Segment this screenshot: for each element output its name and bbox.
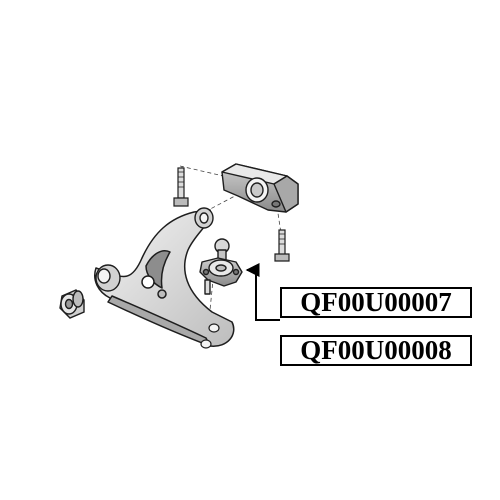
bolt-right — [274, 229, 290, 262]
rear-bushing-bracket — [221, 163, 299, 213]
bolt-upper-left — [173, 167, 189, 207]
leader-arrow — [245, 263, 280, 321]
front-bushing — [59, 289, 85, 319]
part-number-label-2: QF00U00008 — [280, 335, 472, 366]
ball-joint-mount-holes — [200, 323, 220, 349]
arm-front-bushing — [95, 264, 121, 292]
part-number-label-1: QF00U00007 — [280, 287, 472, 318]
ball-joint — [199, 238, 243, 295]
lower-control-arm — [94, 209, 235, 347]
arm-rear-bushing — [194, 207, 214, 229]
